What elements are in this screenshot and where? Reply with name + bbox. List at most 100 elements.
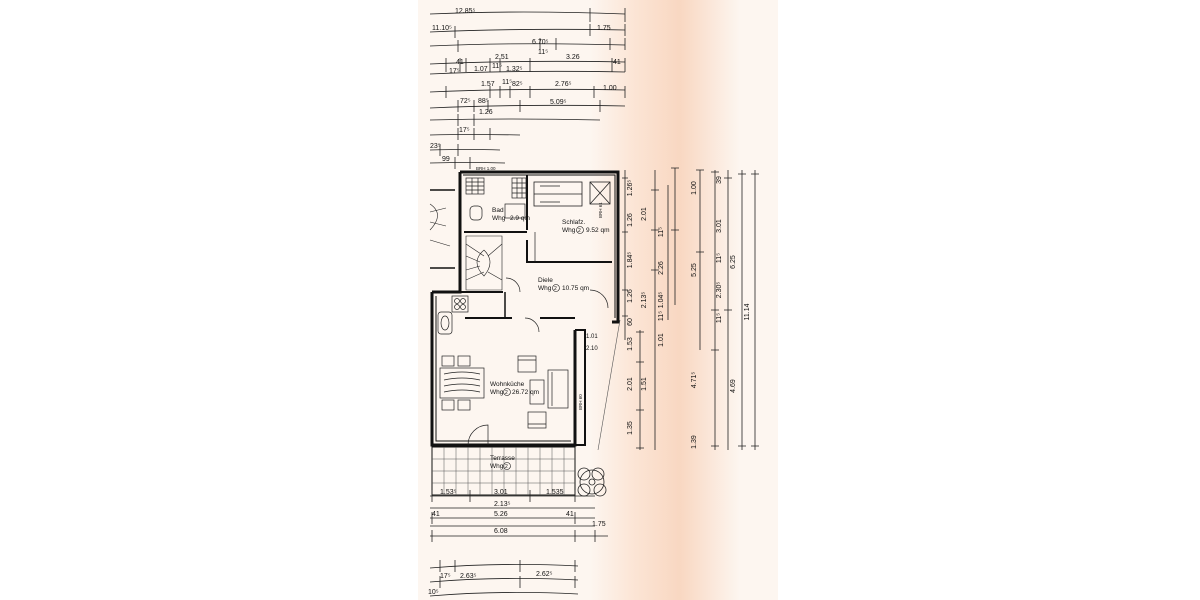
site-line [597, 319, 621, 451]
dim-bottom: 2.63⁵ [460, 573, 477, 580]
dim-right: 2.30⁵ [716, 282, 723, 299]
brh-label: BRH 1.00 [476, 166, 496, 171]
bottom-dimension-text: 1.53⁵ 3.01 1.535 2.13⁵ 5.26 41 41 6.08 1… [428, 489, 606, 596]
staircase [429, 203, 503, 291]
room-unit-schlaf: Whg [562, 227, 576, 234]
walls [430, 170, 620, 447]
dim-top: 6.70⁵ [532, 39, 549, 46]
dim-right: 2.26 [658, 261, 665, 275]
dim-bottom: 41 [566, 511, 574, 518]
dim-top: 17⁵ [449, 68, 460, 75]
doors [467, 232, 609, 446]
room-name-bad: Bad [492, 207, 504, 214]
dim-bottom: 2.13⁵ [494, 501, 511, 508]
dim-right: 1.26 [627, 213, 634, 227]
side-dim: 1.01 [586, 334, 598, 340]
room-name-diele: Diele [538, 277, 553, 284]
dim-right: 4.71⁵ [691, 372, 698, 389]
dim-top: 2.51 [495, 54, 509, 61]
dim-right: 1.35 [627, 421, 634, 435]
dim-bottom: 41 [432, 511, 440, 518]
dim-top: 2.76⁵ [555, 81, 572, 88]
dim-top: 1.57 [481, 81, 495, 88]
dim-right: 4.69 [730, 379, 737, 393]
side-dim: 2.10 [586, 346, 598, 352]
right-dimension-text: 1.26⁵ 1.26 1.84⁵ 1.26 60 1.53 2.01 1.35 2.01 2.13… [627, 176, 751, 449]
room-unit-diele: Whg [538, 285, 552, 292]
dim-bottom: 17⁵ [440, 573, 451, 580]
dim-right: 11⁵ [658, 311, 665, 321]
brh-label: BRH 60 [578, 394, 583, 410]
dim-top: 99 [442, 156, 450, 163]
dim-right: 6.25 [730, 255, 737, 269]
dim-right: 11⁵ [716, 313, 723, 323]
dim-right: 1.84⁵ [627, 252, 634, 269]
dim-top: 72⁵ [460, 98, 471, 105]
room-area-wohn: 26.72 qm [512, 389, 539, 396]
dim-right: 60 [627, 318, 634, 326]
dim-top: 41 [613, 59, 621, 66]
brh-label: BRH 61 [598, 202, 603, 218]
room-area-schlaf: 9.52 qm [586, 227, 610, 234]
dim-top: 11.10⁵ [432, 25, 452, 32]
dim-top: 82⁵ [512, 81, 523, 88]
dim-top: 17⁵ [459, 127, 470, 134]
dim-right: 11⁵ [716, 253, 723, 263]
dim-bottom: 5.26 [494, 511, 508, 518]
dining-table [439, 355, 485, 411]
dim-bottom: 3.01 [494, 489, 508, 496]
dim-top: 41 [456, 59, 464, 66]
top-dimension-text: 12.85⁵ 11.10⁵ 1.75 6.70⁵ 2.51 11⁵ 3.26 1… [430, 8, 621, 163]
dim-top: 11⁵ [502, 79, 512, 86]
dim-top: 11⁵ [492, 63, 502, 70]
dim-top: 1.07 [474, 66, 488, 73]
dim-top: 1.00 [603, 85, 617, 92]
dim-right: 1.00 [691, 181, 698, 195]
dim-right: 2.01 [627, 377, 634, 391]
dim-right: 1.53 [627, 337, 634, 351]
dim-top: 1.32⁵ [506, 66, 523, 73]
room-name-terrasse: Terrasse [490, 455, 515, 462]
living-furniture [517, 355, 569, 429]
dim-top: 88⁵ [478, 98, 489, 105]
dim-right: 2.01 [641, 207, 648, 221]
dim-top: 5.09⁵ [550, 99, 567, 106]
bottom-dimension-lines [429, 490, 608, 597]
bath-fixtures [465, 177, 527, 221]
dim-bottom: 1.75 [592, 521, 606, 528]
dim-top: 1.75 [597, 25, 611, 32]
dim-top: 12.85⁵ [455, 8, 476, 15]
dim-right: 39 [716, 176, 723, 184]
dim-right: 5.25 [691, 263, 698, 277]
room-unitno-diele: 2 [554, 286, 557, 292]
dim-right: 1.01 [658, 333, 665, 347]
dim-right: 1.04⁵ [658, 292, 665, 309]
room-name-wohn: Wohnküche [490, 381, 525, 388]
dim-bottom: 10⁵ [428, 589, 439, 596]
room-unitno-schlaf: 2 [578, 228, 581, 234]
plant [577, 467, 607, 497]
dim-right: 1.51 [641, 377, 648, 391]
dim-right: 1.26⁵ [627, 180, 634, 197]
dim-bottom: 2.62⁵ [536, 571, 553, 578]
right-dimension-lines [622, 167, 759, 450]
top-dimension-chains [429, 8, 626, 169]
room-unit-bad: Whg [492, 215, 506, 222]
room-unit-terrasse: Whg [490, 463, 504, 470]
dim-right: 2.13⁵ [641, 292, 648, 309]
dim-bottom: 1.53⁵ [440, 489, 457, 496]
dim-right: 3.01 [716, 219, 723, 233]
room-unitno-wohn: 2 [505, 390, 508, 396]
kitchen [437, 295, 469, 335]
dim-top: 3.26 [566, 54, 580, 61]
room-area-bad: 2.9 qm [510, 215, 530, 222]
dim-right: 1.26 [627, 289, 634, 303]
dim-bottom: 6.08 [494, 528, 508, 535]
bed [533, 181, 611, 207]
dim-top: 1.26 [479, 109, 493, 116]
dim-right: 1.39 [691, 435, 698, 449]
room-unit-wohn: Whg [490, 389, 504, 396]
room-labels: Bad Whg 2.9 qm Schlafz. Whg 2 9.52 qm Di… [476, 166, 610, 470]
dim-top: 23⁵ [430, 143, 441, 150]
